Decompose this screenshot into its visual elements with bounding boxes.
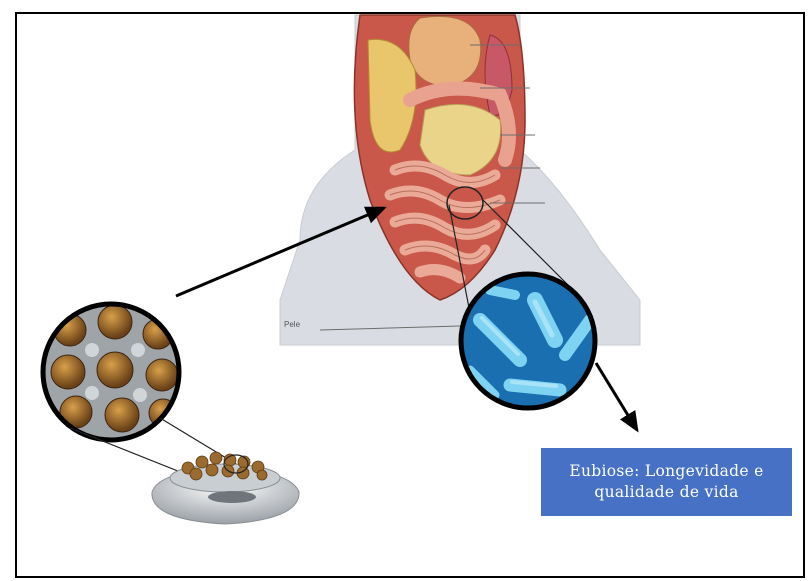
caption-text: Eubiose: Longevidade e qualidade de vida	[569, 461, 763, 503]
arrow-icon	[176, 208, 384, 296]
arrow-icon	[596, 363, 637, 430]
pet-food-bowl-icon	[152, 452, 299, 524]
connector-line	[449, 205, 471, 318]
caption-box: Eubiose: Longevidade e qualidade de vida	[541, 448, 792, 516]
bacteria-magnified-icon	[455, 270, 605, 415]
